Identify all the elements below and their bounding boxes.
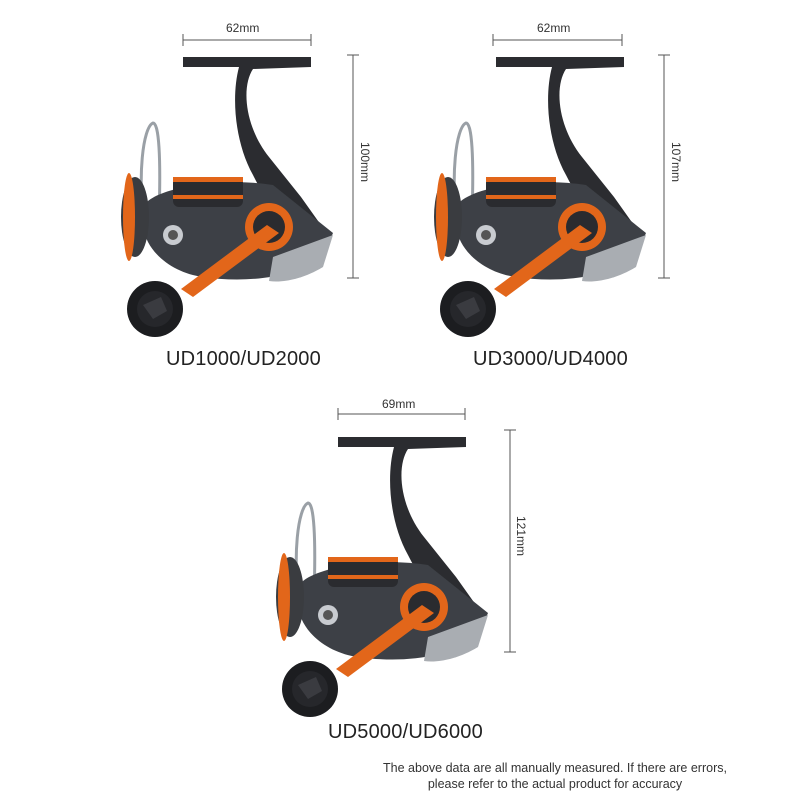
reel-image-ud5000-ud6000: [274, 435, 490, 719]
height-label: 121mm: [514, 516, 528, 557]
disclaimer-line-2: please refer to the actual product for a…: [427, 777, 683, 791]
width-label: 62mm: [226, 21, 260, 35]
disclaimer-line-1: The above data are all manually measured…: [383, 761, 727, 775]
model-label: UD3000/UD4000: [473, 348, 628, 370]
measurement-disclaimer: The above data are all manually measured…: [340, 760, 770, 792]
model-label: UD1000/UD2000: [166, 348, 321, 370]
width-label: 69mm: [382, 397, 416, 411]
height-label: 100mm: [358, 142, 372, 183]
reel-image-ud1000-ud2000: [119, 55, 335, 339]
height-label: 107mm: [669, 142, 683, 183]
width-label: 62mm: [537, 21, 571, 35]
model-label: UD5000/UD6000: [328, 721, 483, 743]
reel-image-ud3000-ud4000: [432, 55, 648, 339]
